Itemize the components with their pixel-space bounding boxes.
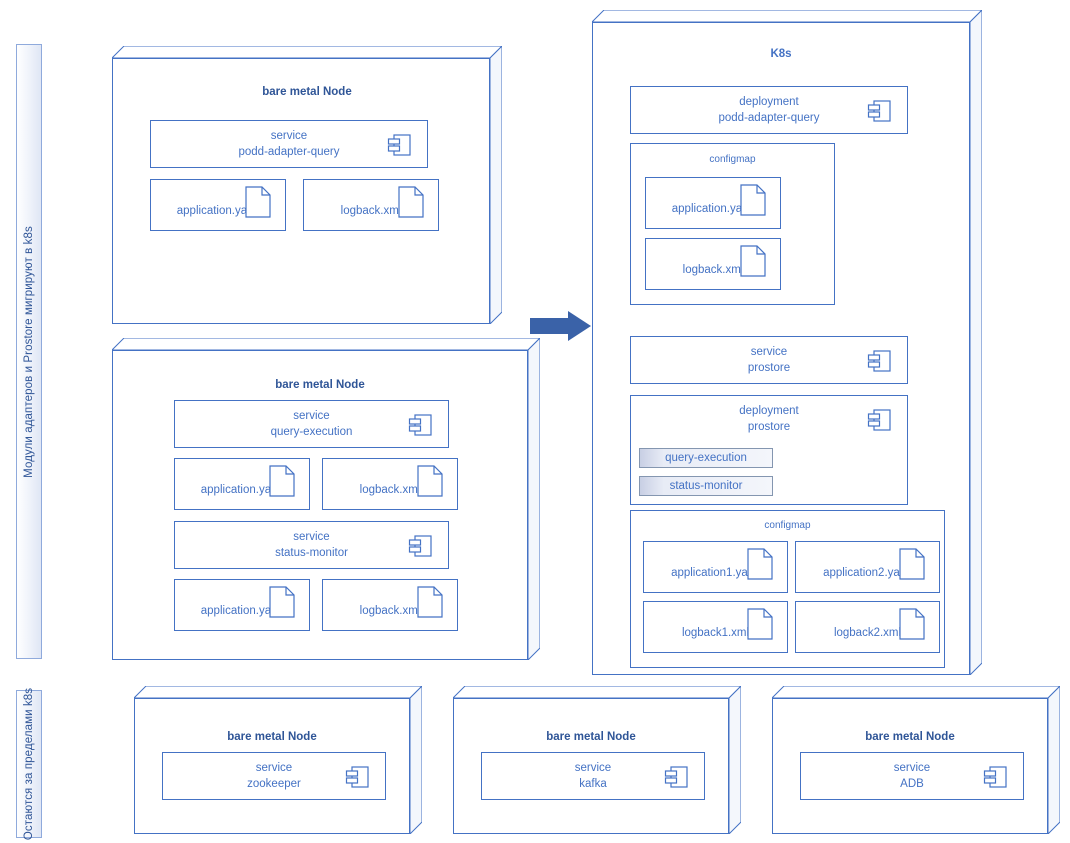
pod-chip-query-execution[interactable]: query-execution	[639, 448, 773, 468]
file-box-logback-xml[interactable]: logback.xml	[303, 179, 439, 231]
migration-arrow	[530, 310, 592, 347]
node-k8s[interactable]: K8s deployment podd-adapter-query config…	[592, 10, 982, 675]
file-box-application-yaml[interactable]: application.yaml	[174, 458, 310, 510]
configmap-box-adapter[interactable]: configmap application.yaml logback.xml	[630, 143, 835, 305]
document-icon	[740, 184, 766, 216]
service-name: query-execution	[270, 426, 353, 438]
node-title: bare metal Node	[262, 86, 352, 98]
node-depth-shading	[112, 338, 540, 660]
node-title: bare metal Node	[275, 379, 365, 391]
component-icon	[664, 764, 690, 790]
document-icon	[417, 465, 443, 497]
node-query-status[interactable]: bare metal Node service query-execution …	[112, 338, 540, 660]
document-icon	[740, 245, 766, 277]
file-label: application1.yaml	[671, 567, 760, 579]
service-name: zookeeper	[247, 778, 301, 790]
file-label: application.yaml	[176, 205, 260, 217]
node-title: bare metal Node	[865, 731, 955, 743]
service-box-zookeeper[interactable]: service zookeeper	[162, 752, 386, 800]
file-label: application.yaml	[200, 605, 284, 617]
document-icon	[398, 186, 424, 218]
service-kind: service	[293, 531, 330, 543]
component-icon	[387, 132, 413, 158]
node-podd-adapter[interactable]: bare metal Node service podd-adapter-que…	[112, 46, 502, 324]
service-kind: service	[574, 762, 612, 774]
file-box-logback-xml[interactable]: logback.xml	[322, 458, 458, 510]
file-label: logback2.xml	[833, 627, 902, 639]
document-icon	[899, 608, 925, 640]
file-box-logback2-xml[interactable]: logback2.xml	[795, 601, 940, 653]
pod-chip-status-monitor[interactable]: status-monitor	[639, 476, 773, 496]
service-kind: service	[893, 762, 931, 774]
document-icon	[417, 586, 443, 618]
document-icon	[269, 586, 295, 618]
component-icon	[408, 412, 434, 438]
file-box-logback1-xml[interactable]: logback1.xml	[643, 601, 788, 653]
component-icon	[345, 764, 371, 790]
node-zookeeper[interactable]: bare metal Node service zookeeper	[134, 686, 422, 834]
deployment-kind: deployment	[739, 96, 799, 108]
node-kafka[interactable]: bare metal Node service kafka	[453, 686, 741, 834]
side-band-migrating: Модули адаптеров и Prostore мигрируют в …	[16, 44, 42, 659]
deployment-name: podd-adapter-query	[718, 112, 820, 124]
service-box-podd-adapter-query[interactable]: service podd-adapter-query	[150, 120, 428, 168]
document-icon	[747, 548, 773, 580]
k8s-title: K8s	[770, 48, 792, 60]
service-name: podd-adapter-query	[238, 146, 340, 158]
service-kind: service	[270, 130, 308, 142]
file-box-application-yaml[interactable]: application.yaml	[174, 579, 310, 631]
file-box-application1-yaml[interactable]: application1.yaml	[643, 541, 788, 593]
service-kind: service	[750, 346, 788, 358]
service-name: prostore	[747, 362, 791, 374]
file-label: logback.xml	[359, 605, 421, 617]
document-icon	[269, 465, 295, 497]
configmap-box-prostore[interactable]: configmap application1.yaml application2…	[630, 510, 945, 668]
service-box-adb[interactable]: service ADB	[800, 752, 1024, 800]
service-box-kafka[interactable]: service kafka	[481, 752, 705, 800]
service-box-prostore[interactable]: service prostore	[630, 336, 908, 384]
document-icon	[899, 548, 925, 580]
configmap-label: configmap	[709, 154, 756, 165]
node-adb[interactable]: bare metal Node service ADB	[772, 686, 1060, 834]
document-icon	[245, 186, 271, 218]
side-band-outside: Остаются за пределами k8s	[16, 687, 42, 841]
file-label: logback1.xml	[681, 627, 750, 639]
service-box-query-execution[interactable]: service query-execution	[174, 400, 449, 448]
service-name: status-monitor	[275, 547, 348, 559]
service-kind: service	[255, 762, 293, 774]
file-label: application2.yaml	[823, 567, 912, 579]
node-depth-shading	[772, 686, 1060, 834]
file-label: logback.xml	[682, 264, 744, 276]
file-box-logback-xml[interactable]: logback.xml	[645, 238, 781, 290]
deployment-kind: deployment	[739, 405, 799, 417]
node-title: bare metal Node	[227, 731, 317, 743]
file-label: application.yaml	[200, 484, 284, 496]
file-label: logback.xml	[340, 205, 402, 217]
deployment-box-podd-adapter-query[interactable]: deployment podd-adapter-query	[630, 86, 908, 134]
service-kind: service	[293, 410, 330, 422]
component-icon	[867, 348, 893, 374]
file-box-application2-yaml[interactable]: application2.yaml	[795, 541, 940, 593]
component-icon	[867, 407, 893, 433]
node-title: bare metal Node	[546, 731, 636, 743]
side-band-migrating-label: Модули адаптеров и Prostore мигрируют в …	[23, 225, 35, 478]
document-icon	[747, 608, 773, 640]
node-depth-shading	[592, 10, 982, 675]
file-box-application-yaml[interactable]: application.yaml	[150, 179, 286, 231]
deployment-name: prostore	[747, 421, 791, 433]
component-icon	[867, 98, 893, 124]
deployment-box-prostore[interactable]: deployment prostore query-execution stat…	[630, 395, 908, 505]
component-icon	[983, 764, 1009, 790]
file-label: application.yaml	[671, 203, 755, 215]
service-name: kafka	[579, 778, 607, 790]
component-icon	[408, 533, 434, 559]
service-name: ADB	[900, 778, 924, 790]
file-box-application-yaml[interactable]: application.yaml	[645, 177, 781, 229]
configmap-label: configmap	[764, 520, 811, 531]
file-label: logback.xml	[359, 484, 421, 496]
node-depth-shading	[134, 686, 422, 834]
file-box-logback-xml[interactable]: logback.xml	[322, 579, 458, 631]
side-band-outside-label: Остаются за пределами k8s	[23, 687, 35, 841]
service-box-status-monitor[interactable]: service status-monitor	[174, 521, 449, 569]
